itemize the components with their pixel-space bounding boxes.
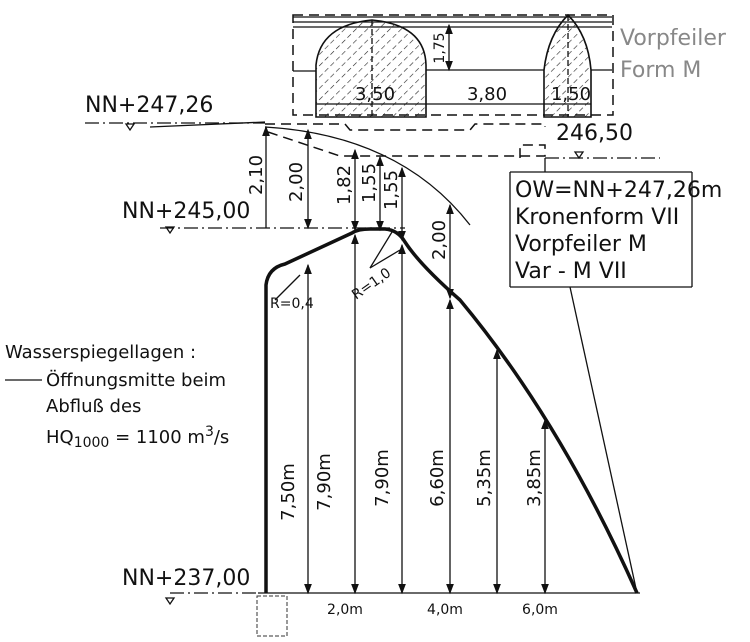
depth-dim-6: 2,00 bbox=[429, 220, 450, 260]
level-upstream: NN+247,26 bbox=[85, 93, 213, 118]
pier-width-dim: 3,50 bbox=[355, 84, 395, 105]
legend-line-2: Abfluß des bbox=[46, 396, 141, 417]
info-line-1: OW=NN+247,26m bbox=[515, 178, 722, 203]
height-dim-5: 5,35m bbox=[474, 449, 495, 507]
depth-dim-5: 1,55 bbox=[381, 170, 402, 210]
height-dim-4: 6,60m bbox=[427, 449, 448, 507]
info-line-4: Var - M VII bbox=[515, 259, 627, 284]
legend: Wasserspiegellagen : Öffnungsmitte beim … bbox=[5, 342, 229, 451]
depth-dim-1: 2,10 bbox=[246, 155, 267, 195]
legend-title: Wasserspiegellagen : bbox=[5, 342, 196, 363]
radius-small: R=0,4 bbox=[270, 296, 314, 312]
pier-outline-box bbox=[292, 14, 614, 116]
depth-dim-3: 1,82 bbox=[334, 165, 355, 205]
upper-dimensions: 2,10 2,00 1,82 1,55 1,55 2,00 bbox=[246, 125, 454, 300]
pier-height-dim: 1,75 bbox=[432, 32, 448, 63]
x-tick-6m: 6,0m bbox=[522, 602, 558, 618]
lower-dimensions: 7,50m 7,90m 7,90m 6,60m 5,35m 3,85m 2,0m… bbox=[278, 233, 558, 618]
depth-dim-4: 1,55 bbox=[359, 163, 380, 203]
info-line-3: Vorpfeiler M bbox=[515, 232, 647, 257]
foundation-masonry bbox=[256, 595, 288, 637]
weir-profile: R=0,4 R=1,0 bbox=[256, 227, 640, 637]
radius-large: R=1,0 bbox=[349, 265, 394, 303]
legend-line-1: Öffnungsmitte beim bbox=[46, 369, 226, 391]
level-crest: NN+245,00 bbox=[122, 199, 250, 224]
legend-line-3: HQ1000 = 1100 m3/s bbox=[46, 424, 229, 451]
info-box: OW=NN+247,26m Kronenform VII Vorpfeiler … bbox=[509, 158, 722, 594]
pier-title-line1: Vorpfeiler bbox=[620, 26, 727, 51]
level-tailwater: 246,50 bbox=[556, 121, 633, 146]
crest-outline bbox=[264, 227, 639, 594]
x-tick-4m: 4,0m bbox=[427, 602, 463, 618]
height-dim-6: 3,85m bbox=[524, 449, 545, 507]
height-dim-2: 7,90m bbox=[314, 453, 335, 511]
pier-title-line2: Form M bbox=[620, 58, 701, 83]
pier-gap-dim: 3,80 bbox=[467, 84, 507, 105]
x-tick-2m: 2,0m bbox=[327, 602, 363, 618]
pier-plan-detail: 1,75 3,50 3,80 1,50 Vorpfeiler Form M bbox=[292, 13, 727, 118]
depth-dim-2: 2,00 bbox=[286, 162, 307, 202]
height-dim-3: 7,90m bbox=[372, 449, 393, 507]
water-levels: NN+247,26 NN+245,00 NN+237,00 246,50 bbox=[85, 93, 660, 606]
pier-nose-dim: 1,50 bbox=[551, 84, 591, 105]
info-line-2: Kronenform VII bbox=[515, 205, 679, 230]
height-dim-1: 7,50m bbox=[278, 463, 299, 521]
level-bottom: NN+237,00 bbox=[122, 566, 250, 591]
